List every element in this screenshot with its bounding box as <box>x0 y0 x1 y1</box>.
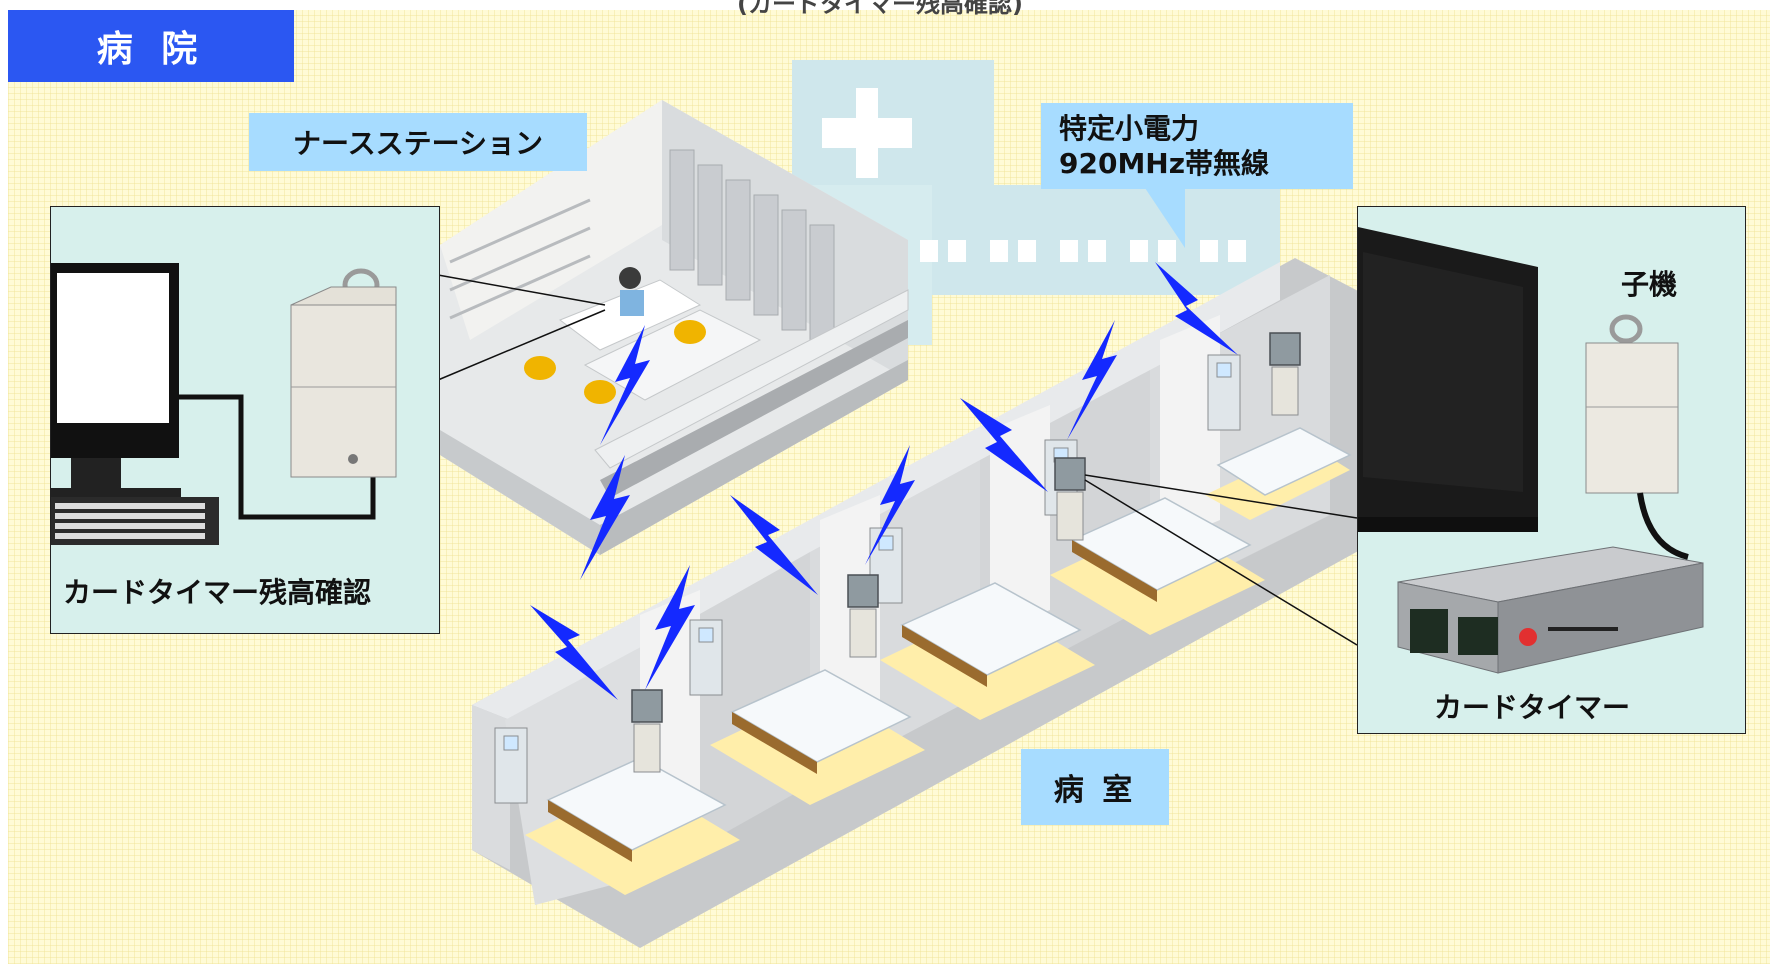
tv-and-card-timer-illustration <box>1358 227 1704 674</box>
handset-label: 子機 <box>1621 268 1678 301</box>
wireless-signal-icons <box>530 262 1238 700</box>
callout-lines <box>437 274 1358 646</box>
nurse-station-label: ナースステーション <box>249 113 587 171</box>
radio-callout-tail <box>1145 188 1185 248</box>
pc-and-receiver-illustration <box>51 263 397 545</box>
card-timer-label: カードタイマー <box>1434 691 1631 724</box>
patient-room-label: 病 室 <box>1021 749 1169 825</box>
radio-spec-label: 特定小電力 920MHz帯無線 <box>1041 103 1353 189</box>
hospital-title: 病 院 <box>8 10 294 82</box>
nurse-station-room <box>440 100 909 555</box>
balance-check-caption: カードタイマー残高確認 <box>63 576 372 609</box>
radio-spec-line2: 920MHz帯無線 <box>1059 147 1270 180</box>
right-detail-panel: 子機 カードタイマー <box>1357 206 1746 734</box>
radio-spec-line1: 特定小電力 <box>1059 112 1200 145</box>
patient-rooms <box>472 258 1360 948</box>
left-detail-panel: カードタイマー残高確認 <box>50 206 440 634</box>
